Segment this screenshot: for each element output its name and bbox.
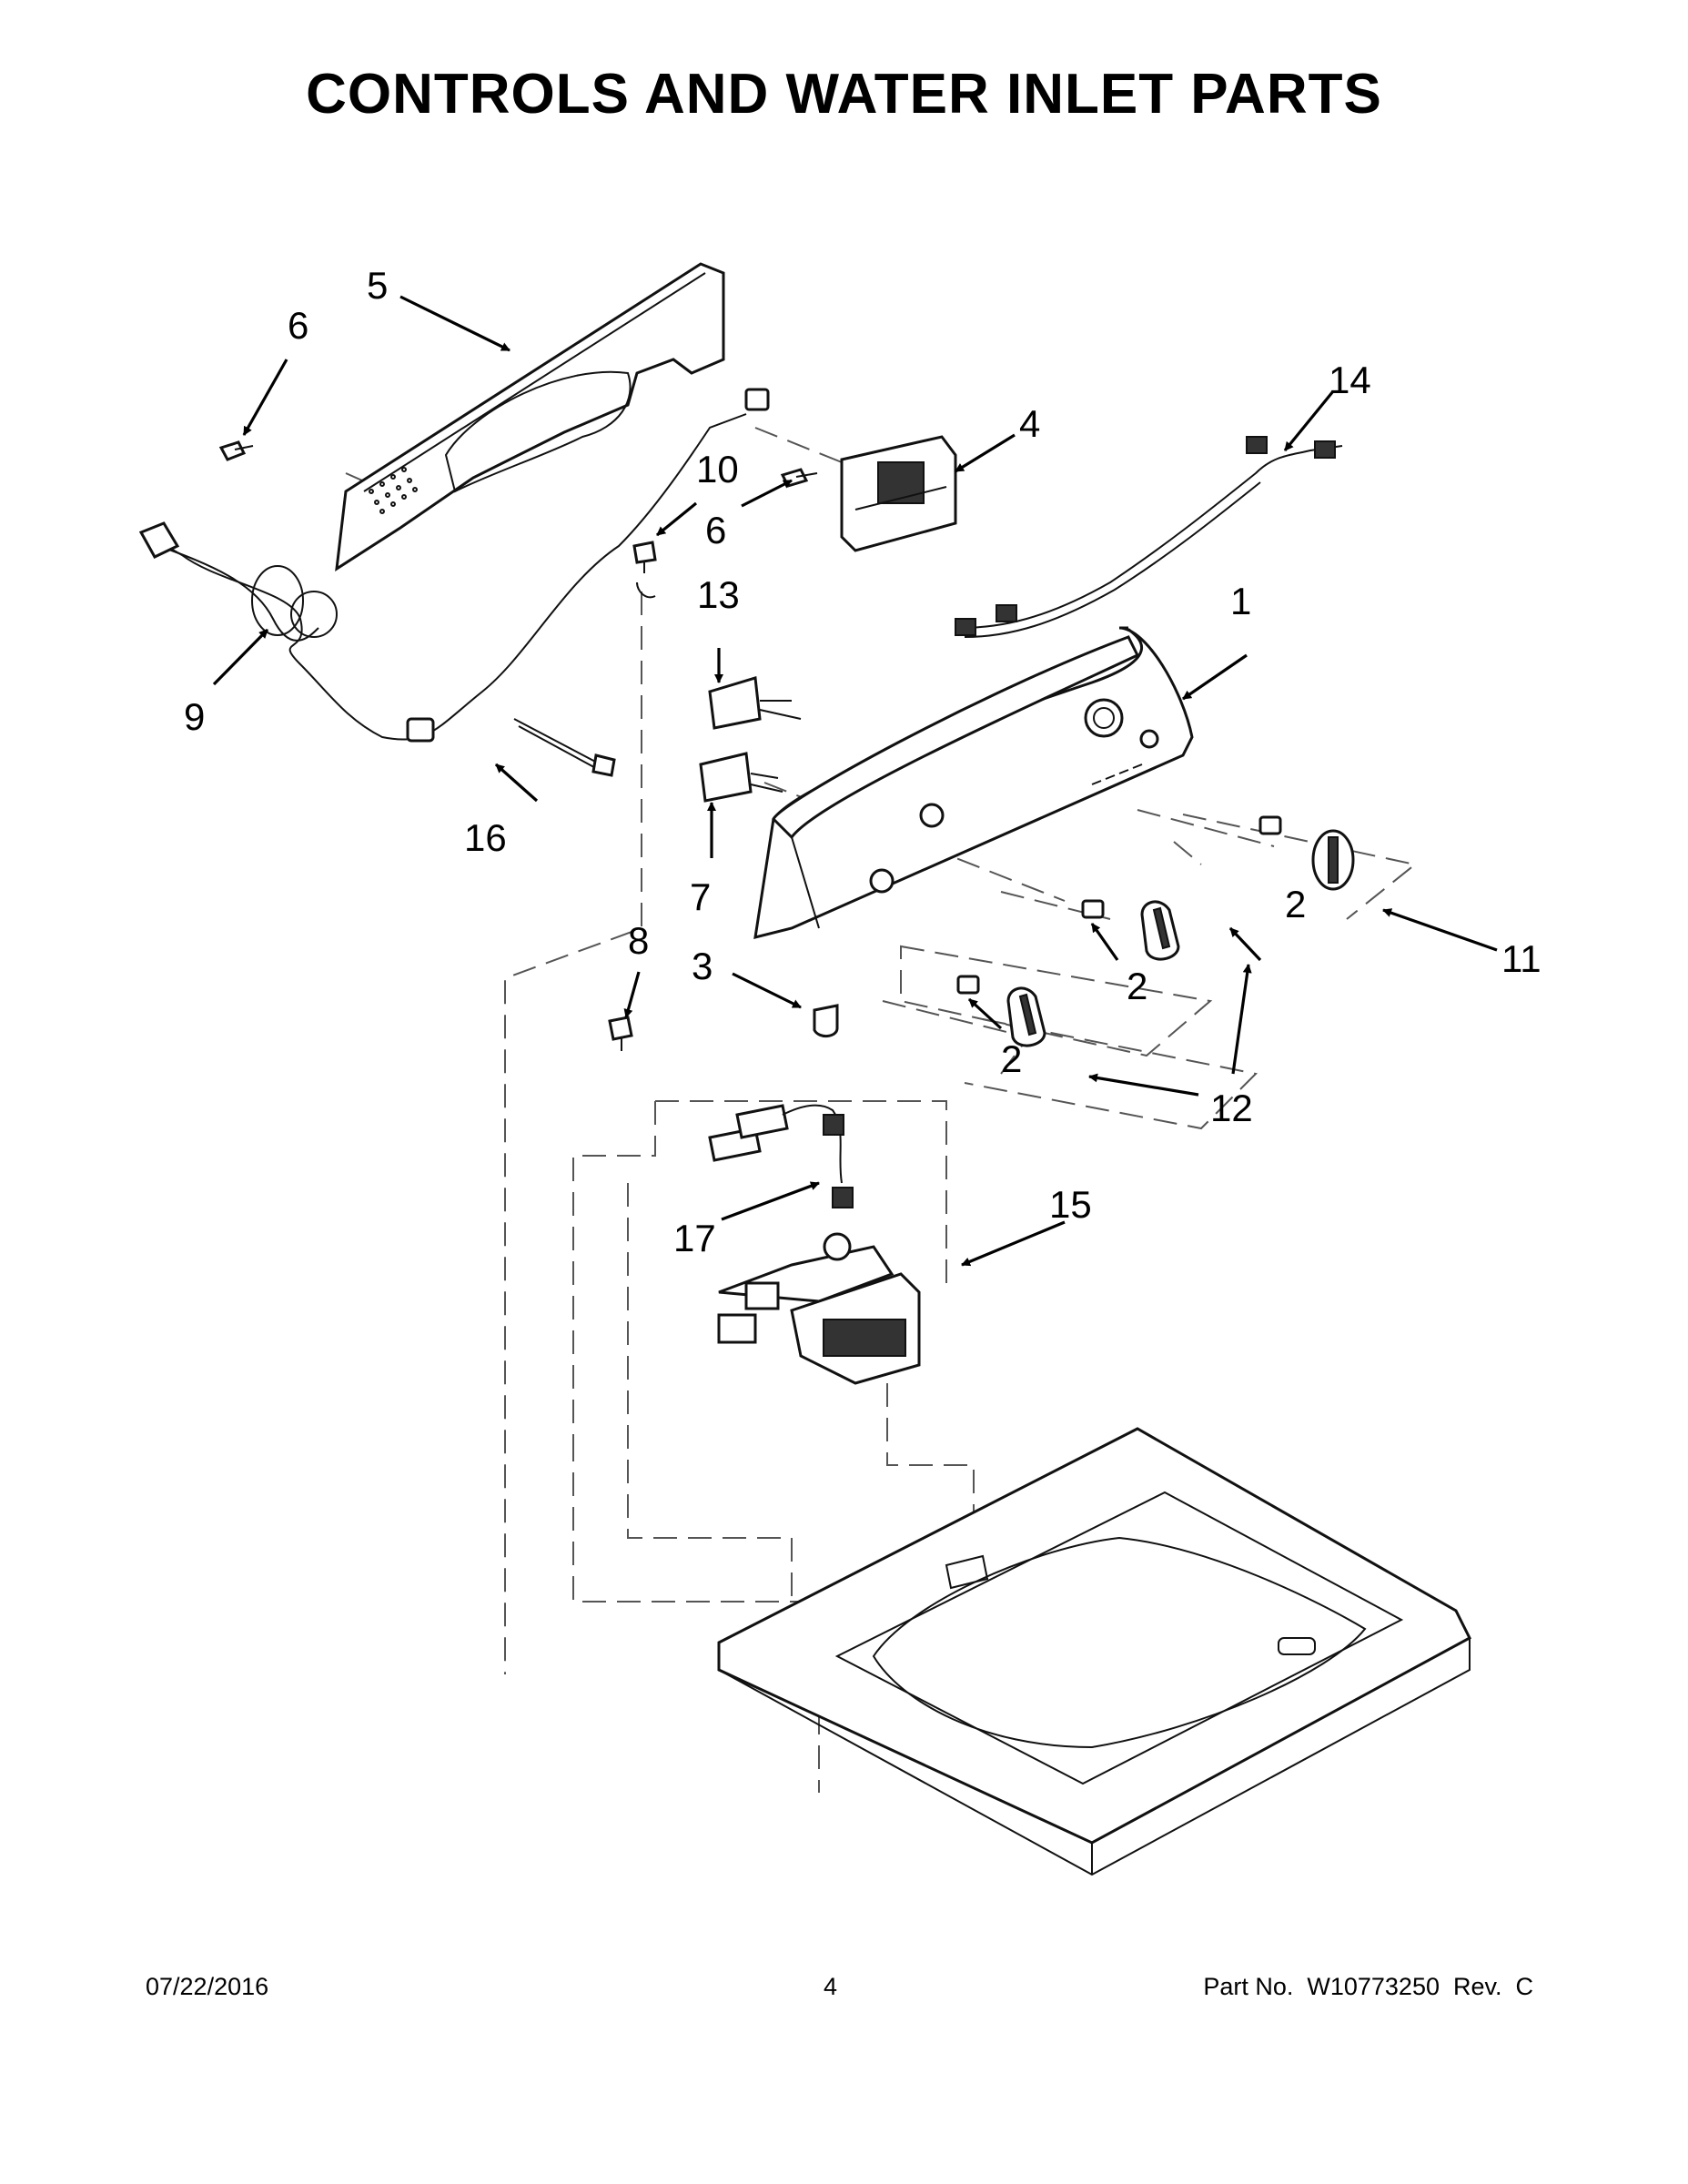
knob-insert-2-a	[1258, 815, 1282, 835]
callout-13: 13	[697, 573, 740, 616]
callout-5: 5	[367, 264, 388, 307]
callout-8: 8	[628, 919, 649, 962]
wire-harness	[955, 436, 1343, 638]
power-cord	[138, 388, 770, 743]
knob-insert-2-c	[956, 975, 980, 995]
control-board	[840, 435, 957, 552]
callout-16: 16	[464, 816, 507, 859]
washer-top	[717, 1427, 1471, 1876]
clip	[813, 1004, 839, 1037]
footer-date: 07/22/2016	[146, 1973, 269, 2000]
callout-3: 3	[692, 945, 713, 987]
callout-9: 9	[184, 695, 205, 738]
callout-2: 2	[1001, 1037, 1022, 1080]
page-title: CONTROLS AND WATER INLET PARTS	[306, 63, 1382, 126]
cable-tie	[513, 718, 616, 777]
footer-page-number: 4	[824, 1973, 838, 2000]
water-inlet-valve	[717, 1232, 921, 1385]
knob-12-a	[1140, 900, 1180, 961]
knob-12-b	[1006, 986, 1046, 1047]
callout-2: 2	[1127, 965, 1147, 1007]
screw-10	[632, 541, 657, 573]
console	[753, 626, 1194, 940]
console-rear-panel	[335, 262, 725, 571]
callout-1: 1	[1230, 580, 1251, 622]
callout-17: 17	[673, 1217, 716, 1259]
callout-4: 4	[1019, 402, 1040, 445]
callout-6: 6	[705, 509, 726, 551]
switch-7	[699, 752, 783, 803]
screw-6-left	[218, 440, 254, 461]
callout-7: 7	[690, 875, 711, 918]
knob-insert-2-b	[1081, 899, 1105, 919]
callout-14: 14	[1329, 359, 1371, 401]
callout-15: 15	[1049, 1183, 1092, 1226]
screw-8	[608, 1016, 633, 1051]
callout-2: 2	[1285, 883, 1306, 925]
callout-11: 11	[1501, 937, 1541, 980]
callout-12: 12	[1210, 1087, 1253, 1129]
callout-10: 10	[696, 448, 739, 490]
callout-6: 6	[288, 304, 308, 347]
inlet-wire-harness	[708, 1104, 854, 1208]
callout-labels: 1 2 2 2 2 3 4 5 6 6 7 8 9 10 11 12 13 14…	[184, 264, 1541, 1259]
knob-11	[1311, 829, 1355, 891]
footer-part-number: Part No. W10773250 Rev. C	[1203, 1973, 1533, 2000]
lid-switch-13	[708, 676, 802, 730]
leader-arrows	[212, 295, 1498, 1267]
